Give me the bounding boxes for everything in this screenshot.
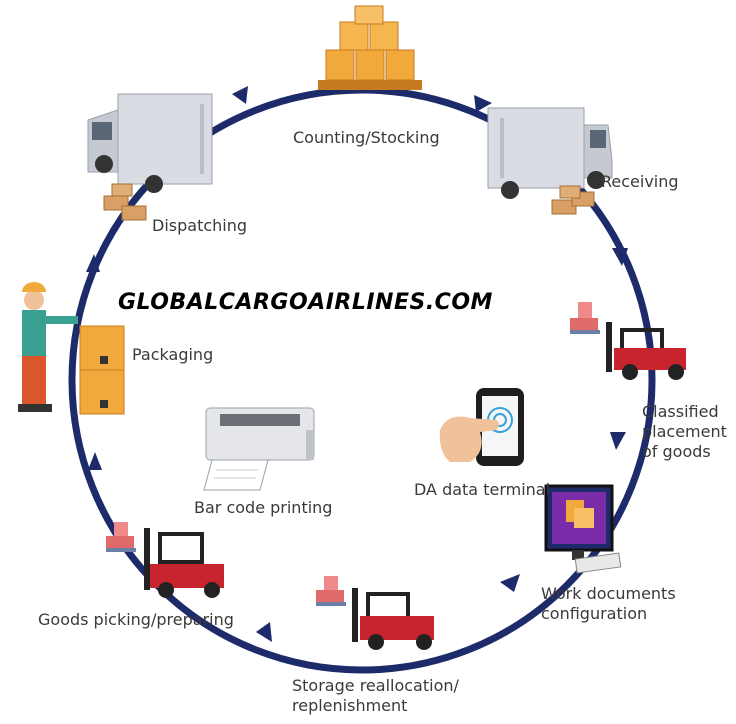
printer-icon <box>203 407 315 491</box>
center-label-barcode: Bar code printing <box>194 498 333 517</box>
step-label-line: replenishment <box>292 696 408 715</box>
smartphone-touch-icon <box>439 388 524 466</box>
arrow-icon <box>610 432 626 450</box>
arrow-icon <box>232 86 248 104</box>
forklift-icon <box>570 302 686 380</box>
box-stack-icon <box>103 183 147 221</box>
truck-icon <box>487 107 613 199</box>
step-label-line: of goods <box>642 442 711 461</box>
forklift-icon <box>316 576 434 650</box>
arrow-icon <box>612 248 628 266</box>
step-label-line: Work documents <box>541 584 676 603</box>
step-label-line: Classified <box>642 402 719 421</box>
arrow-icon <box>86 254 100 272</box>
ring-arrows <box>86 86 628 642</box>
step-label-classified: Classified placement of goods <box>642 402 736 462</box>
center-label-terminal: DA data terminal <box>414 480 551 499</box>
step-label-work-docs: Work documents configuration <box>541 584 701 624</box>
step-label-line: configuration <box>541 604 648 623</box>
arrow-icon <box>474 95 492 112</box>
computer-monitor-icon <box>544 484 622 574</box>
truck-icon <box>87 93 213 193</box>
step-label-dispatching: Dispatching <box>152 216 248 235</box>
arrow-icon <box>500 574 520 592</box>
box-pallet-icon <box>318 5 422 90</box>
forklift-icon <box>106 522 224 598</box>
watermark-text: GLOBALCARGOAIRLINES.COM <box>118 290 493 315</box>
arrow-icon <box>256 622 272 642</box>
box-stack-icon <box>551 185 595 215</box>
arrow-icon <box>88 452 102 470</box>
step-label-packaging: Packaging <box>132 345 214 364</box>
step-label-counting: Counting/Stocking <box>293 128 440 147</box>
step-label-line: placement <box>642 422 727 441</box>
step-label-line: Storage reallocation/ <box>292 676 459 695</box>
worker-with-boxes-icon <box>18 282 125 415</box>
step-label-receiving: Receiving <box>601 172 679 191</box>
step-label-picking: Goods picking/preparing <box>38 610 234 629</box>
step-label-storage: Storage reallocation/ replenishment <box>292 676 482 716</box>
